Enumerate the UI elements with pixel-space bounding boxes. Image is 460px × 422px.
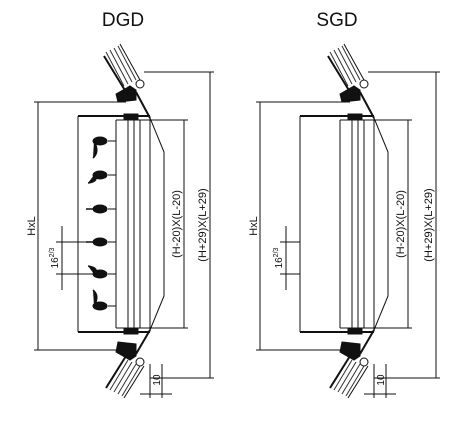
grille-body (77, 113, 165, 335)
flange-top (135, 91, 151, 119)
dim-outer: (H+29)X(L+29) (144, 71, 214, 379)
screw-top (135, 79, 145, 89)
depth-label-sgd: 10 (376, 374, 387, 386)
sgd-title: SGD (316, 10, 357, 31)
flange-top-sgd (359, 91, 375, 119)
dgd-title: DGD (102, 10, 144, 31)
dim-pitch: 162/3 (49, 226, 94, 290)
screw-bottom-sgd (359, 357, 369, 367)
grille-body-sgd (299, 113, 389, 335)
depth-label: 10 (152, 374, 163, 386)
pitch-label: 162/3 (49, 247, 61, 268)
outer-label: (H+29)X(L+29) (197, 188, 209, 261)
deflector-blades (86, 136, 116, 311)
dim-inner-sgd: (H-20)X(L-20) (374, 119, 412, 329)
hxl-label-sgd: HxL (248, 216, 260, 236)
diagram-dgd: DGD (26, 10, 214, 399)
dim-depth-sgd: 10 (364, 364, 396, 398)
wall-hatch-bottom (105, 355, 145, 399)
screw-bottom (135, 357, 145, 367)
dim-inner: (H-20)X(L-20) (150, 119, 188, 329)
bracket-top (115, 85, 137, 103)
dim-depth: 10 (140, 364, 172, 398)
outer-label-sgd: (H+29)X(L+29) (423, 188, 435, 261)
hxl-label: HxL (26, 216, 38, 236)
flange-bottom (135, 329, 151, 355)
dim-hxl-sgd: HxL (248, 101, 350, 351)
inner-label: (H-20)X(L-20) (171, 190, 183, 258)
bracket-bottom-sgd (339, 341, 361, 361)
wall-hatch-top-sgd (327, 43, 365, 93)
wall-hatch-top (103, 43, 141, 93)
pitch-label-sgd: 162/3 (273, 247, 285, 268)
dim-pitch-sgd: 162/3 (273, 226, 300, 290)
dim-hxl: HxL (26, 101, 126, 351)
diagram-sgd: SGD (248, 10, 440, 399)
dim-outer-sgd: (H+29)X(L+29) (368, 71, 440, 379)
bracket-top-sgd (339, 85, 361, 103)
wall-hatch-bottom-sgd (329, 355, 369, 399)
flange-bottom-sgd (359, 329, 375, 355)
screw-top-sgd (359, 79, 369, 89)
inner-label-sgd: (H-20)X(L-20) (395, 190, 407, 258)
bracket-bottom (115, 341, 137, 361)
